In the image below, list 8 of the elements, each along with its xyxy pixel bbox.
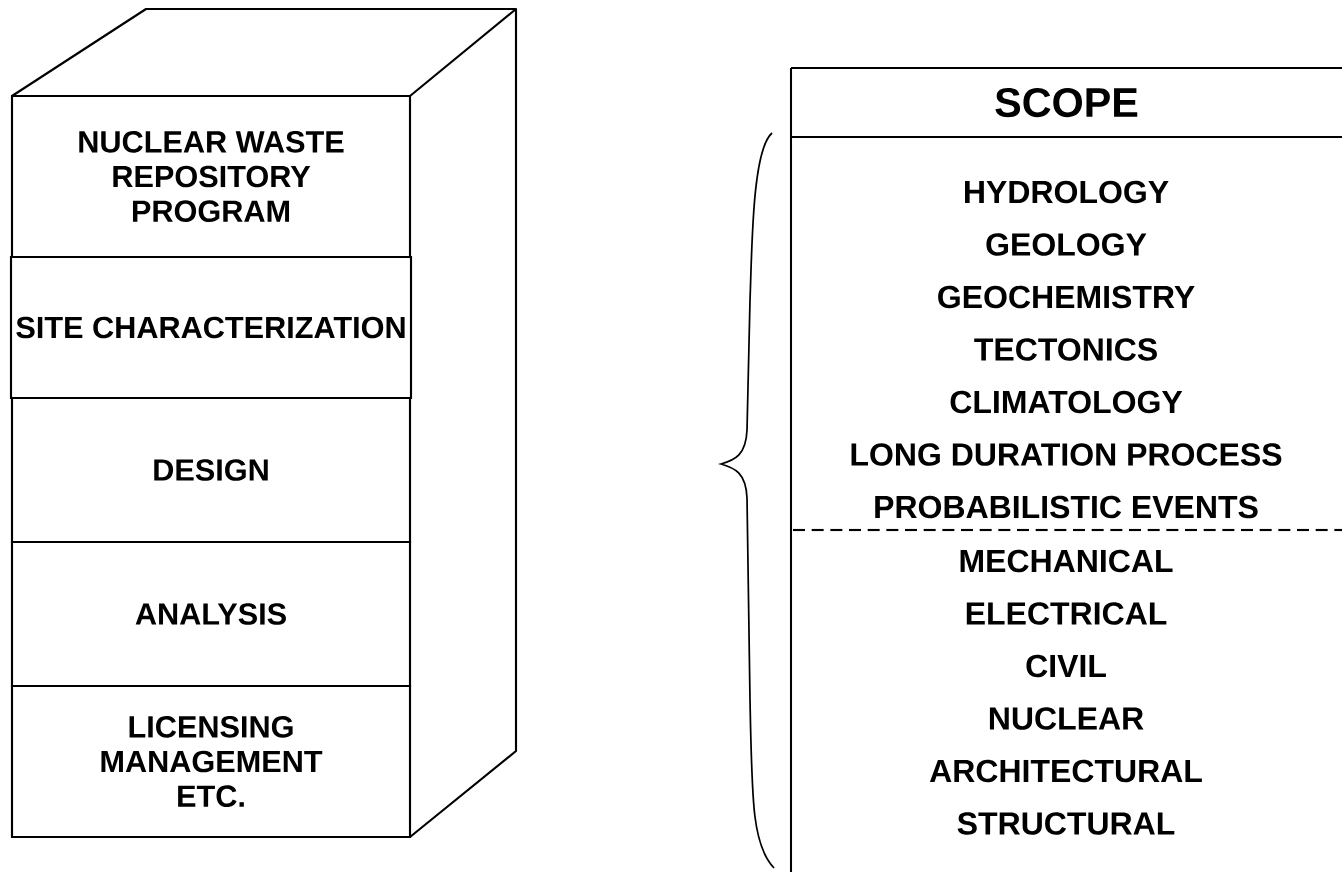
stack-segment: DESIGN (10, 396, 412, 544)
discipline-list: HYDROLOGY GEOLOGY GEOCHEMISTRY TECTONICS CLIMATOLOGY LONG DURATION PROCESS PROBABILISTIC EVENTS (851, 180, 1282, 519)
stack-segment: NUCLEAR WASTE REPOSITORY PROGRAM (10, 94, 412, 259)
stack-segment: SITE CHARACTERIZATION (9, 255, 413, 400)
stack-segment: ANALYSIS (10, 540, 412, 688)
scope-header: SCOPE (789, 66, 1342, 139)
stack-segment: LICENSING MANAGEMENT ETC. (10, 684, 412, 839)
discipline-list: MECHANICAL ELECTRICAL CIVIL NUCLEAR ARCHITECTURAL STRUCTURAL (929, 549, 1202, 835)
